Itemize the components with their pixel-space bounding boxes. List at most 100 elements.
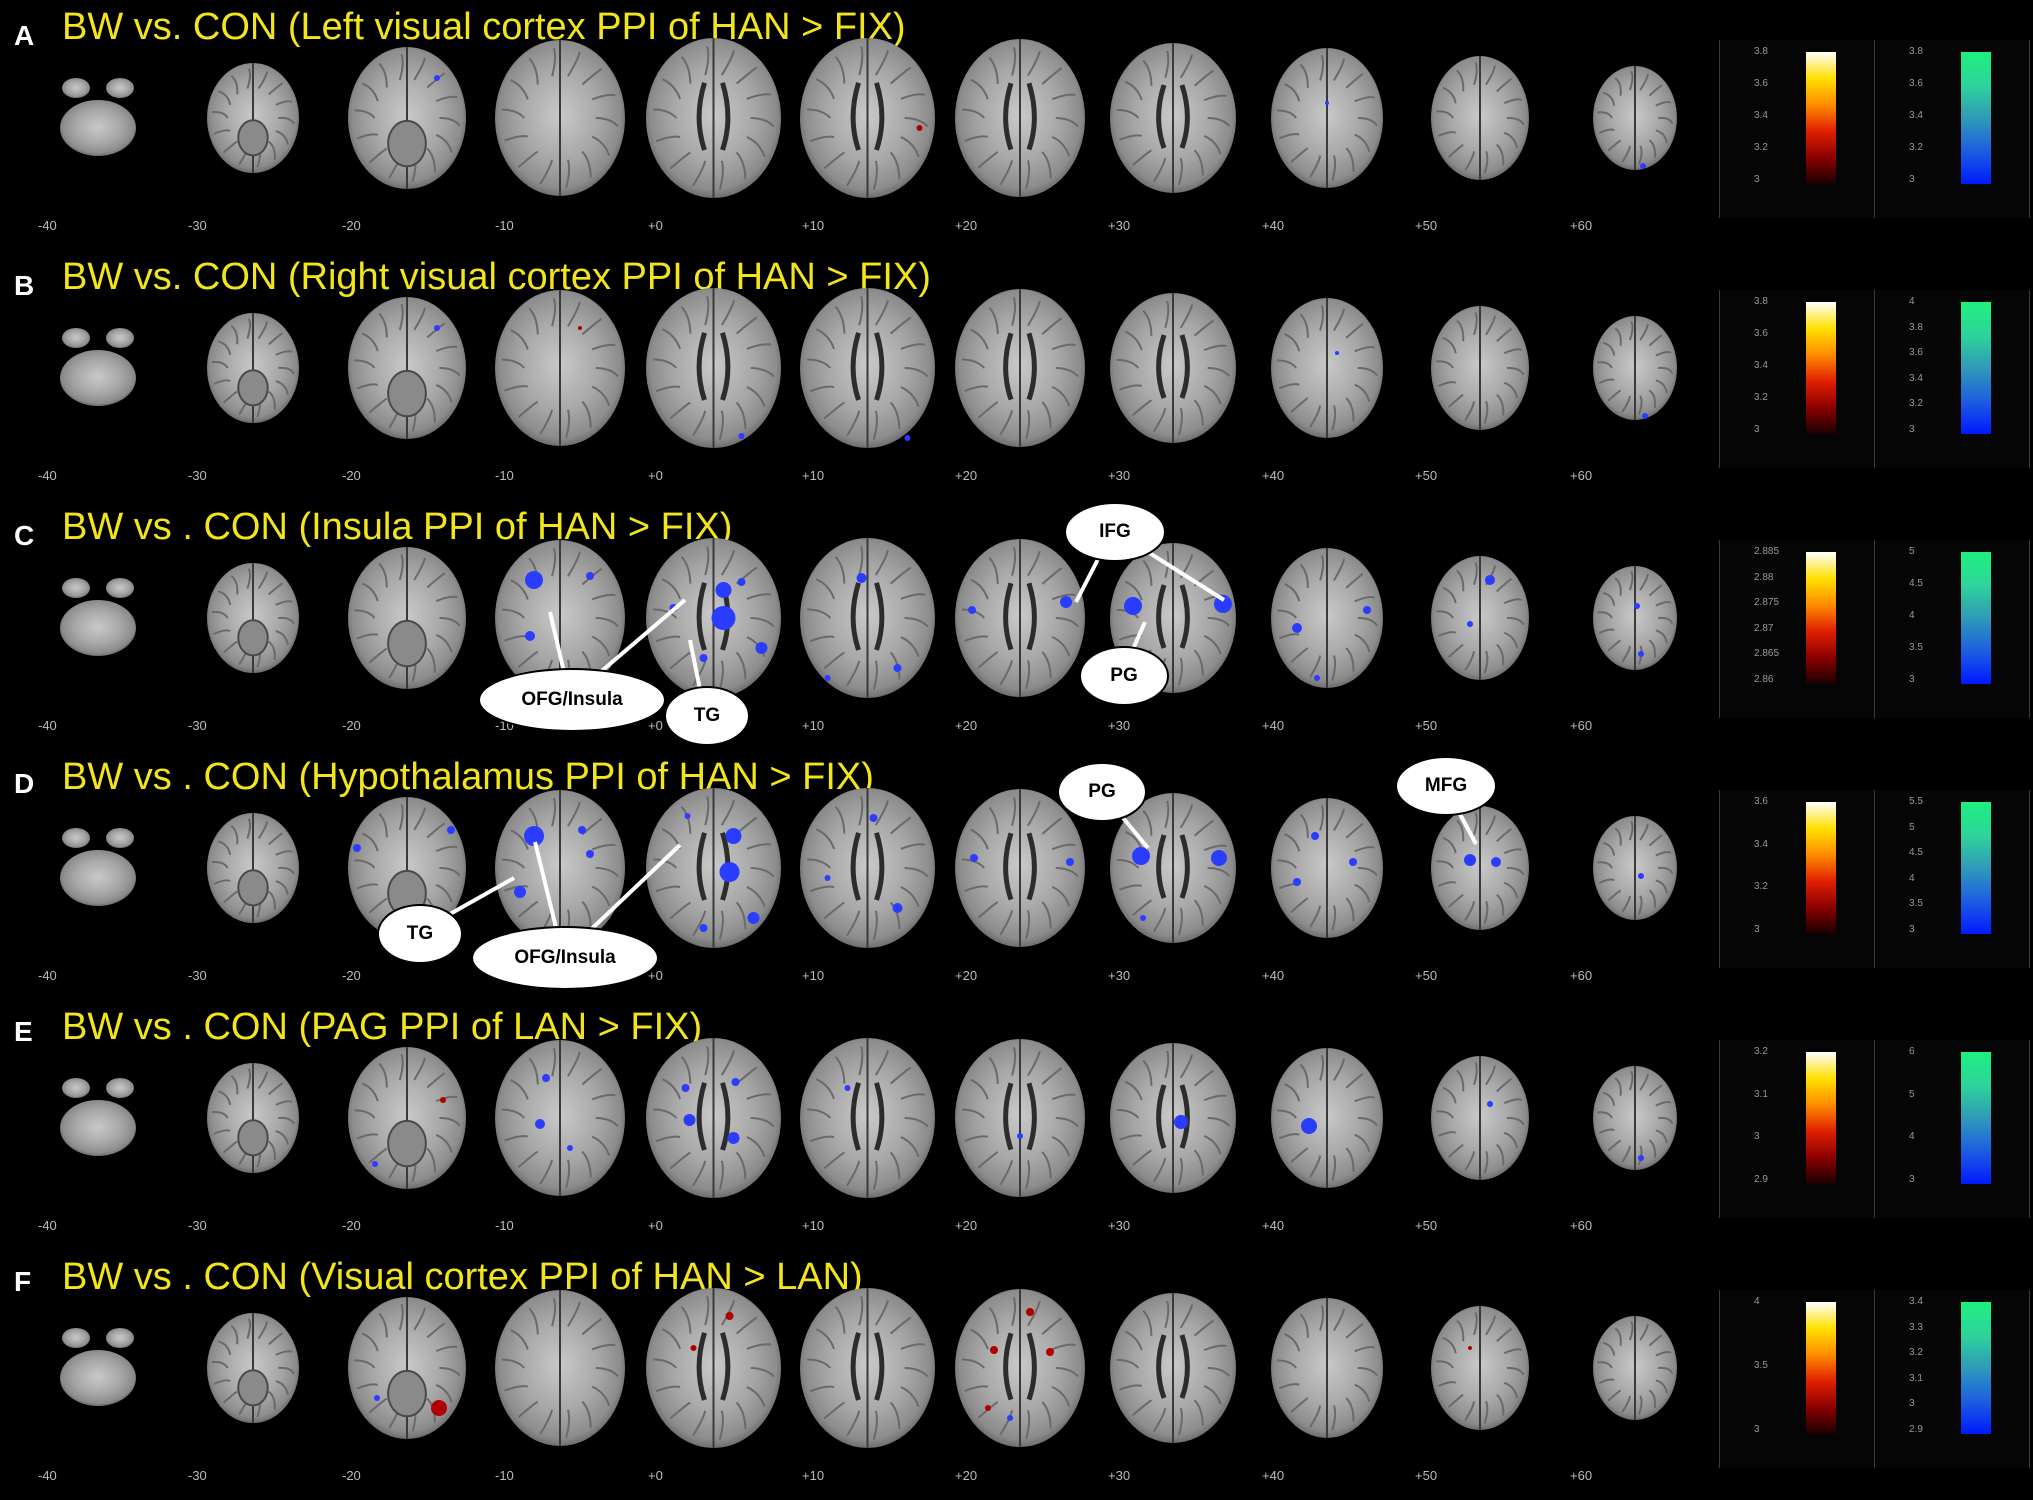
hot-colorbar-tick: 3.2 (1754, 1046, 1768, 1057)
axial-brain-slice (1421, 796, 1539, 945)
slice-z-label: +40 (1262, 1218, 1285, 1233)
negative-activation-cluster (681, 1084, 689, 1092)
slice-z-label: +10 (802, 968, 825, 983)
hot-colorbar-tick: 3.1 (1754, 1088, 1768, 1100)
panel-letter: E (14, 1016, 33, 1047)
negative-activation-cluster (578, 826, 586, 834)
cool-colorbar-tick: 3.4 (1909, 372, 1923, 384)
axial-brain-slice (197, 803, 309, 938)
region-callout-label: IFG (1064, 502, 1166, 562)
hot-colorbar-tick: 3.6 (1754, 78, 1768, 89)
hot-colorbar-gradient (1806, 802, 1836, 934)
hot-colorbar-tick: 3.8 (1754, 46, 1768, 57)
hot-colorbar-tick: 3 (1754, 924, 1760, 935)
negative-activation-cluster (1638, 1155, 1644, 1161)
slice-z-label: +60 (1570, 968, 1593, 983)
axial-brain-slice (790, 278, 945, 463)
axial-brain-slice (945, 279, 1095, 462)
positive-activation-cluster (916, 125, 922, 131)
slice-z-label: +40 (1262, 468, 1285, 483)
cool-colorbar-tick: 3.3 (1909, 1321, 1923, 1333)
slice-z-label: -40 (38, 968, 57, 983)
cool-colorbar-tick: 3.5 (1909, 898, 1923, 910)
slice-z-label: +50 (1415, 468, 1438, 483)
panel-title: BW vs. CON (Right visual cortex PPI of H… (62, 256, 931, 298)
cool-colorbar-tick: 3.2 (1909, 142, 1923, 153)
slice-z-label: -40 (38, 218, 57, 233)
panel-title: BW vs . CON (PAG PPI of LAN > FIX) (62, 1006, 703, 1048)
hot-colorbar-tick: 3 (1754, 1424, 1760, 1435)
slice-z-label: +20 (955, 1218, 978, 1233)
cool-colorbar-tick: 5 (1909, 1088, 1915, 1100)
negative-activation-cluster (1325, 101, 1329, 105)
axial-brain-slice (338, 537, 476, 704)
axial-brain-slice (1583, 1056, 1687, 1185)
slice-z-label: +40 (1262, 1468, 1285, 1483)
axial-brain-slice (790, 778, 945, 963)
slice-z-label: +0 (648, 968, 663, 983)
axial-brain-slice (1261, 538, 1393, 703)
cool-colorbar-tick: 4.5 (1909, 578, 1923, 589)
slice-z-label: -40 (38, 1468, 57, 1483)
slice-z-label: +10 (802, 1468, 825, 1483)
cool-colorbar-tick: 4 (1909, 1131, 1915, 1143)
cool-colorbar-tick: 5.5 (1909, 796, 1923, 807)
slice-z-label: -10 (495, 1468, 514, 1483)
region-callout-label: PG (1079, 646, 1169, 706)
slice-z-label: -30 (188, 1218, 207, 1233)
axial-brain-slice (1261, 38, 1393, 203)
negative-activation-cluster (1174, 1115, 1188, 1129)
slice-z-label: +20 (955, 468, 978, 483)
region-callout-label: OFG/Insula (478, 668, 666, 732)
negative-activation-cluster (1301, 1118, 1317, 1134)
hot-colorbar-gradient (1806, 52, 1836, 184)
cool-colorbar-tick: 5 (1909, 546, 1915, 557)
negative-activation-cluster (1211, 850, 1227, 866)
panel-letter: A (14, 20, 35, 51)
hot-colorbar-tick: 3.6 (1754, 796, 1768, 807)
axial-brain-slice (1583, 556, 1687, 685)
axial-brain-slice (636, 278, 791, 463)
positive-activation-cluster (1046, 1348, 1054, 1356)
axial-brain-slice (48, 819, 148, 922)
panel-title: BW vs. CON (Left visual cortex PPI of HA… (62, 6, 906, 48)
negative-activation-cluster (372, 1161, 378, 1167)
panel-a: A BW vs. CON (Left visual cortex PPI of H… (0, 0, 2033, 250)
positive-activation-cluster (985, 1405, 991, 1411)
slice-z-label: +60 (1570, 218, 1593, 233)
negative-activation-cluster (1314, 675, 1320, 681)
cool-colorbar-tick: 3 (1909, 674, 1915, 685)
hot-colorbar-tick: 3.4 (1754, 838, 1768, 850)
region-callout-label: TG (664, 686, 750, 746)
negative-activation-cluster (699, 924, 707, 932)
cool-colorbar-tick: 3.6 (1909, 78, 1923, 89)
axial-brain-slice (48, 319, 148, 422)
cool-colorbar-tick: 3.4 (1909, 1296, 1923, 1307)
axial-brain-slice (1421, 1046, 1539, 1195)
axial-brain-slice (945, 779, 1095, 962)
cool-colorbar-tick: 3.2 (1909, 398, 1923, 410)
axial-brain-slice (1261, 288, 1393, 453)
slice-z-label: +20 (955, 968, 978, 983)
axial-brain-slice (945, 1029, 1095, 1212)
slice-z-label: +40 (1262, 718, 1285, 733)
slice-z-label: -30 (188, 468, 207, 483)
hot-colorbar-tick: 3.8 (1754, 296, 1768, 307)
axial-brain-slice (1261, 1288, 1393, 1453)
axial-brain-slice (1100, 1033, 1246, 1208)
negative-activation-cluster (824, 875, 830, 881)
axial-brain-slice (338, 1287, 476, 1454)
negative-activation-cluster (731, 1078, 739, 1086)
slice-z-label: +60 (1570, 468, 1593, 483)
hot-colorbar-tick: 3.2 (1754, 392, 1768, 403)
cool-colorbar-tick: 3 (1909, 424, 1915, 435)
slice-z-label: -30 (188, 1468, 207, 1483)
axial-brain-slice (1100, 33, 1246, 208)
hot-colorbar-tick: 3 (1754, 174, 1760, 185)
